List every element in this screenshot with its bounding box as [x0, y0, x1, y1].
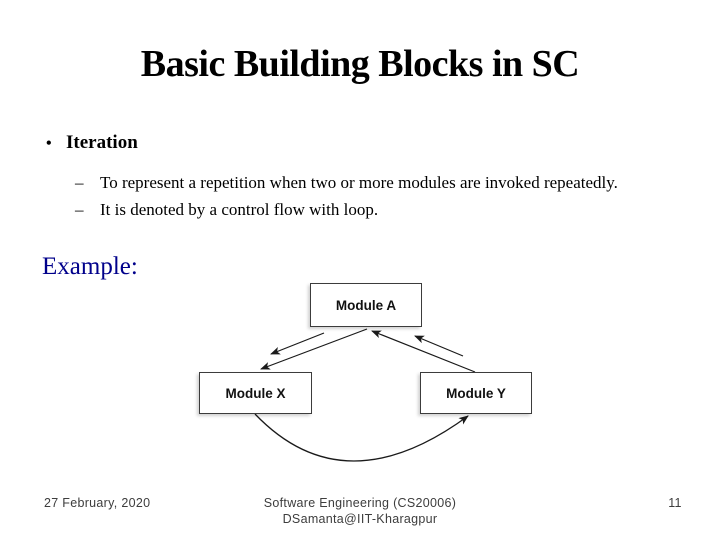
list-item: – It is denoted by a control flow with l… [75, 196, 650, 223]
bullet-dot-icon: • [46, 135, 52, 152]
module-x-box: Module X [199, 372, 312, 414]
arrow-x-to-y-loop [254, 413, 469, 462]
footer-page-number: 11 [668, 496, 682, 510]
bullet-item-iteration: • Iteration [46, 132, 138, 154]
sub-bullet-text: It is denoted by a control flow with loo… [100, 200, 379, 219]
sub-bullet-list: – To represent a repetition when two or … [75, 169, 650, 223]
bullet-label: Iteration [66, 132, 138, 153]
arrow-y-to-a [371, 330, 476, 373]
module-y-label: Module Y [446, 385, 506, 401]
arrow-a-to-x [260, 328, 368, 370]
list-item: – To represent a repetition when two or … [75, 169, 650, 196]
module-y-box: Module Y [420, 372, 532, 414]
module-a-box: Module A [310, 283, 422, 327]
dash-bullet-icon: – [75, 200, 84, 219]
module-x-label: Module X [225, 385, 286, 401]
footer-course-info: Software Engineering (CS20006) DSamanta@… [264, 496, 456, 527]
diagram-arrows [254, 328, 476, 462]
footer-course-line1: Software Engineering (CS20006) [263, 496, 457, 510]
arrow-y-to-a-short [414, 335, 464, 357]
footer-date: 27 February, 2020 [44, 496, 151, 510]
arrow-a-to-x-short [270, 332, 325, 355]
footer-course-line2: DSamanta@IIT-Kharagpur [282, 511, 438, 526]
module-a-label: Module A [335, 297, 397, 313]
slide-title: Basic Building Blocks in SC [140, 43, 580, 85]
example-label: Example: [42, 253, 138, 280]
dash-bullet-icon: – [75, 173, 84, 192]
sub-bullet-text: To represent a repetition when two or mo… [100, 173, 618, 192]
iteration-diagram: Module A Module X Module Y [190, 275, 545, 475]
